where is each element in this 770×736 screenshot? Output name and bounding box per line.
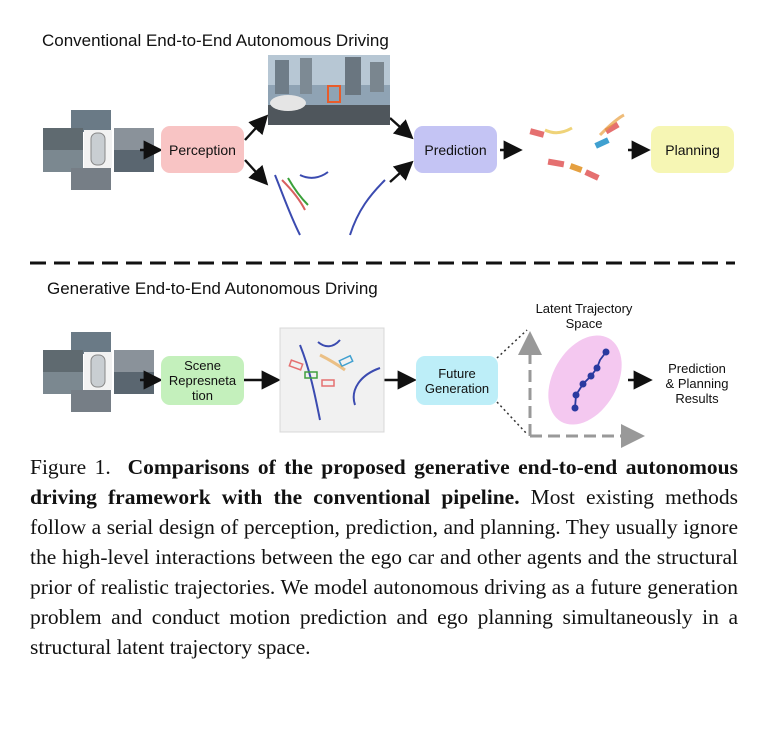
future-line-2: Generation: [424, 380, 490, 396]
future-generation-box: Future Generation: [416, 356, 498, 405]
caption-body: Most existing methods follow a serial de…: [30, 485, 738, 659]
map-sketch: [274, 171, 386, 236]
figure-graphics: [30, 55, 735, 448]
result-line-1: Prediction: [668, 361, 726, 376]
camera-collage-top: [43, 110, 154, 190]
latent-line-1: Latent Trajectory: [535, 301, 633, 316]
perception-box: Perception: [161, 126, 244, 173]
prediction-agents: [529, 113, 625, 181]
camera-collage-bottom: [43, 332, 154, 412]
caption-label: Figure 1.: [30, 455, 111, 479]
street-photo: [268, 55, 390, 125]
latent-space-label: Latent Trajectory Space: [522, 301, 646, 331]
future-line-1: Future: [438, 365, 476, 381]
conventional-title: Conventional End-to-End Autonomous Drivi…: [42, 31, 389, 50]
generative-title: Generative End-to-End Autonomous Driving: [47, 279, 378, 298]
scene-representation-box: Scene Represneta tion: [161, 356, 244, 405]
figure-caption: Figure 1. Comparisons of the proposed ge…: [30, 452, 738, 662]
scene-line-2: Represneta: [168, 373, 237, 388]
scene-line-3: tion: [192, 388, 213, 403]
scene-map: [279, 327, 385, 433]
result-line-2: & Planning: [665, 376, 729, 391]
latent-cluster: [548, 335, 622, 425]
scene-line-1: Scene: [184, 358, 221, 373]
latent-axes: [496, 329, 645, 448]
caption-bold: Comparisons of the proposed generative e…: [30, 455, 739, 509]
latent-line-2: Space: [565, 316, 603, 331]
result-line-3: Results: [675, 391, 719, 406]
figure-1: Conventional End-to-End Autonomous Drivi…: [30, 31, 739, 448]
results-label: Prediction & Planning Results: [655, 361, 739, 406]
prediction-box: Prediction: [414, 126, 497, 173]
planning-box: Planning: [651, 126, 734, 173]
